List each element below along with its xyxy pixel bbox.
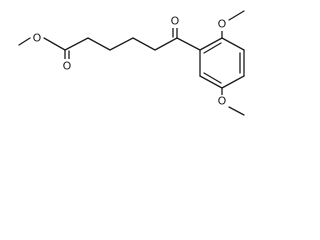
ring-bond-2	[221, 37, 245, 51]
structure-canvas: O O O O O	[18, 10, 245, 116]
bond-o-ester-c	[43, 37, 66, 51]
bond-meta-o-methyl	[228, 106, 245, 116]
ring-double-1	[203, 42, 222, 54]
bond-methyl-o	[18, 37, 31, 46]
label-bg	[169, 15, 181, 28]
ester-methoxy-oxygen-label: O	[33, 32, 42, 45]
ester-carbonyl-oxygen-label: O	[63, 60, 72, 73]
ring-bond-5	[199, 75, 223, 89]
ortho-methoxy-oxygen-label: O	[218, 18, 227, 31]
ketone-oxygen-label: O	[171, 15, 180, 28]
label-bg	[216, 18, 228, 31]
meta-methoxy-oxygen-label: O	[218, 95, 227, 108]
bond-chain-4	[132, 37, 156, 51]
label-bg	[61, 59, 73, 72]
bond-chain-3	[109, 37, 134, 51]
ring-bond-4	[221, 75, 245, 89]
bond-chain-2	[87, 37, 111, 51]
label-bg	[216, 95, 228, 108]
ring-bond-1	[199, 37, 223, 51]
bond-chain-1	[64, 37, 89, 51]
molecule-structure: O O O O O	[18, 10, 245, 116]
label-bg	[31, 32, 43, 45]
ring-double-3	[203, 72, 222, 84]
bond-chain-5	[154, 37, 178, 51]
bond-ortho-o-methyl	[228, 10, 245, 21]
bond-ketone-ring	[176, 37, 201, 51]
